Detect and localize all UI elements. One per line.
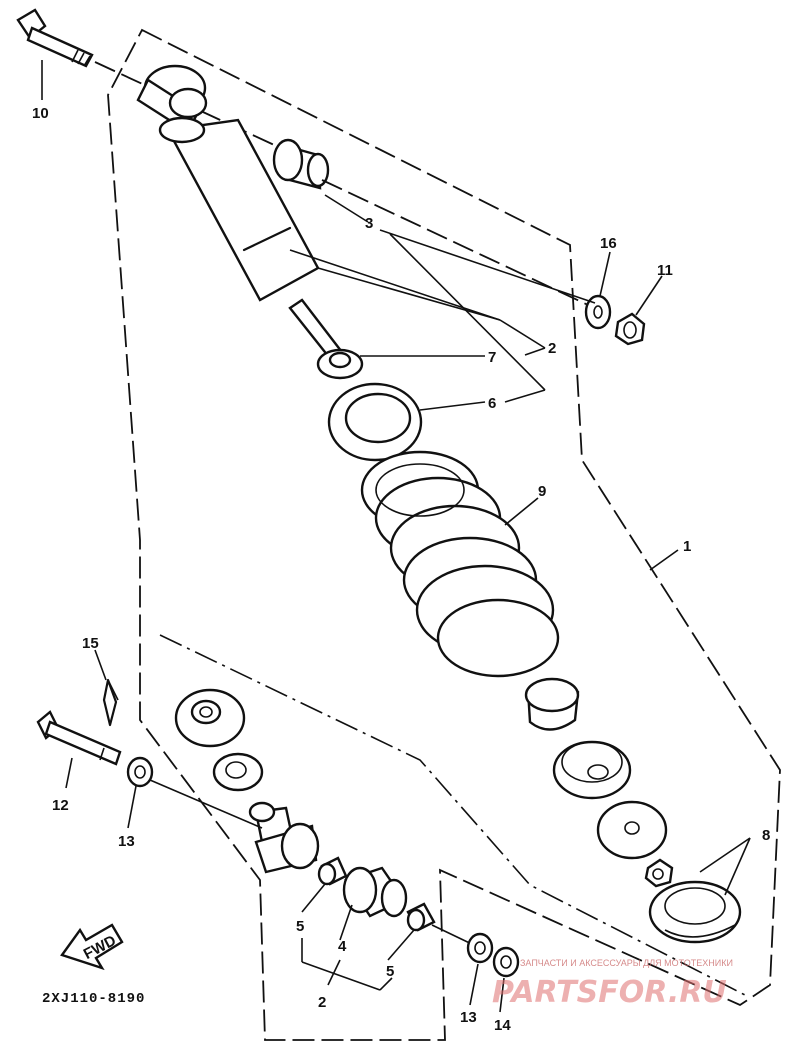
washer-14 bbox=[492, 946, 520, 978]
callout-13-lower: 13 bbox=[460, 1009, 477, 1026]
callout-3: 3 bbox=[365, 215, 373, 232]
shock-absorber-2 bbox=[136, 64, 364, 380]
bump-stop bbox=[524, 677, 580, 731]
callout-5-right: 5 bbox=[386, 963, 394, 980]
callout-4: 4 bbox=[338, 938, 347, 955]
lower-collar bbox=[174, 688, 246, 748]
callout-11: 11 bbox=[657, 262, 673, 279]
callout-10: 10 bbox=[32, 105, 49, 122]
callout-14: 14 bbox=[494, 1017, 511, 1034]
callout-16: 16 bbox=[600, 235, 617, 252]
lower-eye bbox=[248, 801, 320, 874]
washer-13-lower bbox=[466, 932, 494, 964]
nut-11 bbox=[614, 312, 646, 346]
bushing-4 bbox=[342, 866, 408, 918]
callouts: 1 2 2 3 4 5 5 6 7 8 9 10 11 12 13 13 14 … bbox=[32, 105, 770, 1034]
callout-1: 1 bbox=[683, 538, 691, 555]
callout-15: 15 bbox=[82, 635, 99, 652]
washer-13-upper bbox=[126, 756, 154, 788]
pin-12 bbox=[36, 710, 122, 766]
callout-13-upper: 13 bbox=[118, 833, 135, 850]
cap bbox=[552, 740, 632, 800]
watermark-brand: PARTSFOR.RU bbox=[492, 975, 727, 1010]
callout-8: 8 bbox=[762, 827, 770, 844]
assembly-outline bbox=[107, 28, 781, 1041]
callout-7: 7 bbox=[488, 349, 496, 366]
watermark-tagline: ЗАПЧАСТИ И АКСЕССУАРЫ ДЛЯ МОТОТЕХНИКИ bbox=[520, 958, 733, 968]
watermark: ЗАПЧАСТИ И АКСЕССУАРЫ ДЛЯ МОТОТЕХНИКИ PA… bbox=[492, 958, 733, 1010]
callout-2-upper: 2 bbox=[548, 340, 556, 357]
collar-5-left bbox=[317, 856, 348, 886]
adjuster-8 bbox=[644, 858, 742, 944]
subassembly-outline bbox=[159, 634, 746, 996]
coil-spring-9 bbox=[360, 450, 560, 678]
callout-9: 9 bbox=[538, 483, 546, 500]
plate bbox=[596, 800, 668, 860]
callout-12: 12 bbox=[52, 797, 69, 814]
cotter-pin-15 bbox=[102, 678, 119, 727]
drawing-code: 2XJ110-8190 bbox=[42, 991, 145, 1007]
lower-ring bbox=[212, 752, 264, 792]
callout-6: 6 bbox=[488, 395, 496, 412]
callout-2-lower: 2 bbox=[318, 994, 326, 1011]
washer-16 bbox=[584, 294, 612, 330]
leader-lines bbox=[41, 60, 751, 1013]
callout-5-left: 5 bbox=[296, 918, 304, 935]
fwd-arrow: FWD bbox=[60, 923, 124, 971]
bushing-3 bbox=[272, 138, 589, 306]
collar-5-right bbox=[406, 902, 436, 932]
spring-seat-6 bbox=[327, 382, 423, 462]
